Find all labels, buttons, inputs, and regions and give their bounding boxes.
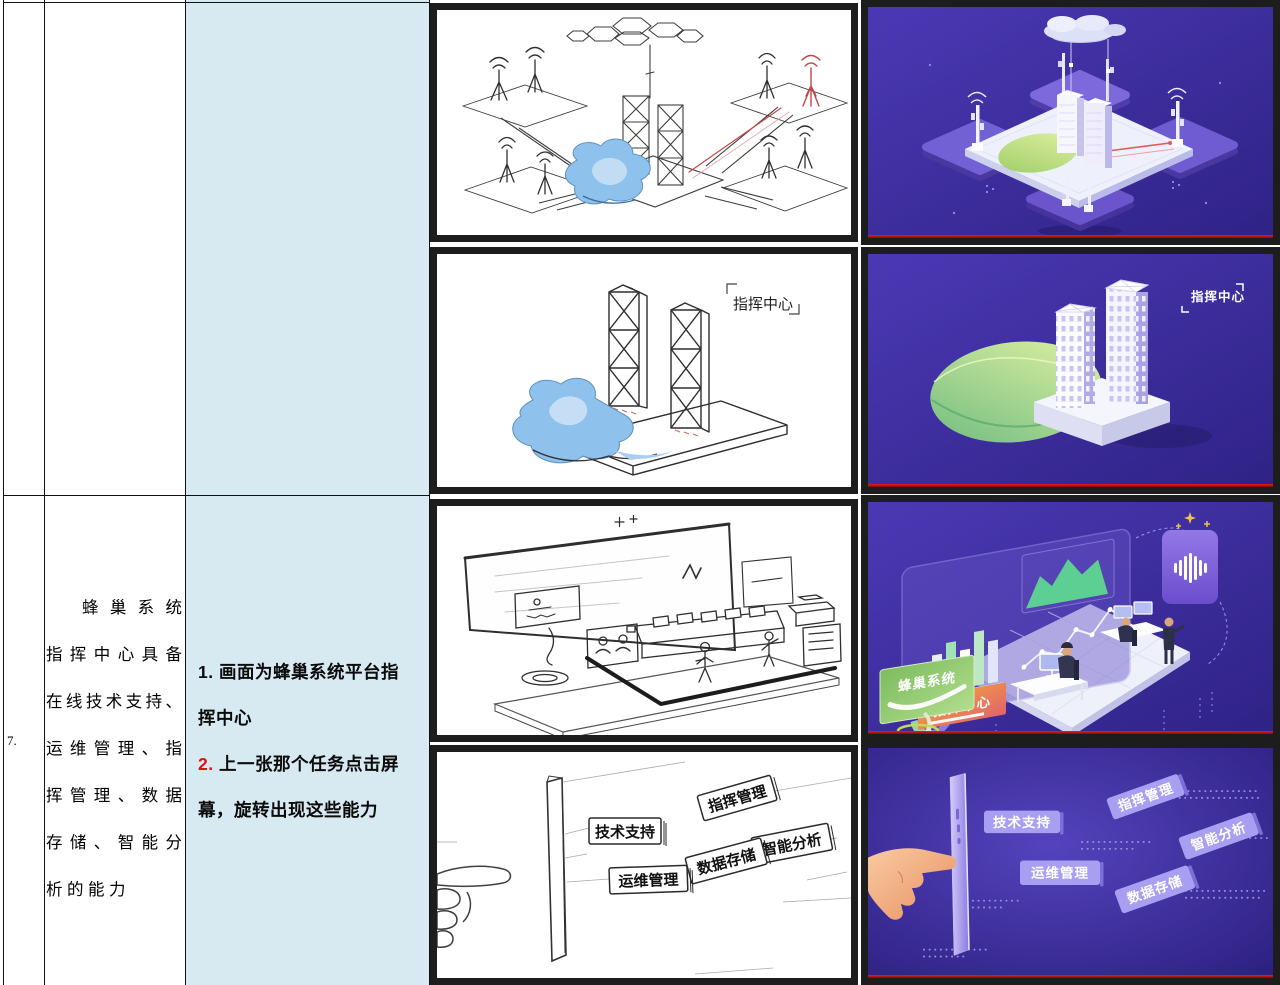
- progress-line: [868, 975, 1273, 978]
- directions-cell: 1. 画面为蜂巢系统平台指挥中心 2. 上一张那个任务点击屏幕，旋转出现这些能力: [198, 649, 404, 833]
- table-row-divider: [3, 495, 430, 496]
- command-center-label: 指挥中心: [733, 296, 793, 313]
- red-tick-marks: [612, 407, 699, 437]
- screen-slab: [949, 773, 970, 956]
- desks-and-people: [1010, 601, 1185, 702]
- floor-platform-sketch: [492, 655, 840, 733]
- direction-text: 上一张那个任务点击屏幕，旋转出现这些能力: [198, 754, 399, 820]
- blue-splash: [565, 138, 651, 205]
- blue-splash: [512, 377, 673, 464]
- location-sign-sketch: [514, 585, 581, 686]
- progress-line: [868, 235, 1273, 238]
- pin-icon: [923, 712, 932, 734]
- svg-text:技术支持: 技术支持: [595, 823, 655, 841]
- center-towers: [1057, 90, 1112, 168]
- sparkle-icon: [1184, 512, 1196, 524]
- scene-line: 蜂巢系统: [82, 598, 182, 617]
- antenna-icons: [489, 46, 814, 195]
- render-command-room-image: 指挥中心 蜂巢系统: [861, 495, 1280, 741]
- progress-line: [868, 731, 1273, 734]
- sketch-network-image: [430, 3, 858, 242]
- pointing-hand: [868, 848, 956, 920]
- sparkle-plus-icon: [614, 514, 638, 528]
- antenna-masts: [967, 53, 1187, 212]
- direction-text: 画面为蜂巢系统平台指挥中心: [198, 662, 399, 728]
- screen-slab-sketch: [546, 775, 567, 963]
- table-top-border: [3, 2, 430, 3]
- dotted-rows: [923, 790, 1273, 958]
- server-rack-sketch: [787, 594, 842, 667]
- direction-number: 2.: [198, 754, 214, 774]
- red-connection-lines: [1107, 141, 1175, 158]
- direction-item-1: 1. 画面为蜂巢系统平台指挥中心: [198, 649, 404, 741]
- video-wall-sketch: [586, 623, 639, 669]
- directions-column-background: [186, 0, 429, 985]
- deco-dashes: [995, 692, 1213, 734]
- red-antenna-icon: [688, 54, 821, 179]
- deco-dots: [928, 63, 1222, 215]
- sketch-building-image: 指挥中心: [430, 247, 858, 494]
- twin-towers-sketch: [461, 82, 849, 214]
- render-building-image: 指挥中心: [861, 247, 1280, 494]
- scene-line: 析的能力: [46, 880, 130, 899]
- scene-description: 蜂巢系统 指挥中心具备 在线技术支持、 运维管理、指 挥管理、数据 存储、智能分…: [46, 584, 182, 913]
- render-network-image: [861, 0, 1280, 245]
- hive-system-sign: 蜂巢系统: [879, 654, 975, 734]
- audio-wave-icon: [1174, 553, 1207, 583]
- scene-line: 指挥中心具备: [46, 645, 182, 664]
- twin-towers: [1054, 279, 1150, 408]
- label-bracket-icon: [1181, 283, 1244, 313]
- direction-number: 1.: [198, 662, 214, 682]
- console-desk-sketch: [634, 605, 785, 659]
- table-col1-border: [44, 0, 45, 985]
- big-screen-sketch: [463, 522, 737, 652]
- table-col2-border: [185, 0, 186, 985]
- scene-line: 存储、智能分: [46, 833, 182, 852]
- chart-squiggle: [682, 563, 702, 580]
- svg-text:运维管理: 运维管理: [618, 871, 679, 891]
- svg-text:技术支持: 技术支持: [993, 814, 1051, 830]
- label-bracket-icon: [726, 283, 800, 315]
- sketch-command-room-image: [430, 499, 858, 742]
- command-center-label: 指挥中心: [1191, 289, 1245, 304]
- cloud-icon: [1044, 15, 1126, 101]
- sketch-capabilities-image: 技术支持 指挥管理 智能分析 数据存储 运维管理: [430, 745, 858, 985]
- pointing-hand-sketch: [437, 865, 512, 948]
- cloud-icon: [566, 17, 704, 99]
- table-col3-border: [429, 0, 430, 985]
- table-left-border: [3, 0, 4, 985]
- person-sketch: [695, 631, 779, 683]
- capability-tag-sketch: 技术支持 指挥管理 智能分析 数据存储 运维管理: [588, 774, 837, 895]
- direction-item-2: 2. 上一张那个任务点击屏幕，旋转出现这些能力: [198, 741, 404, 833]
- scene-line: 运维管理、指: [46, 739, 182, 758]
- capability-tag-render: 技术支持 指挥管理 智能分析 数据存储 运维管理: [984, 774, 1263, 914]
- scene-line: 在线技术支持、: [46, 692, 182, 711]
- render-capabilities-image: 技术支持 指挥管理 智能分析 数据存储 运维管理: [861, 741, 1280, 985]
- progress-line: [868, 484, 1273, 487]
- audio-card: [1162, 512, 1218, 604]
- svg-text:运维管理: 运维管理: [1031, 865, 1089, 881]
- row-number: 7.: [7, 733, 17, 748]
- lattice-towers-sketch: [564, 284, 788, 476]
- scene-line: 挥管理、数据: [46, 786, 182, 805]
- side-screen-sketch: [741, 556, 794, 608]
- area-chart: [1021, 538, 1115, 614]
